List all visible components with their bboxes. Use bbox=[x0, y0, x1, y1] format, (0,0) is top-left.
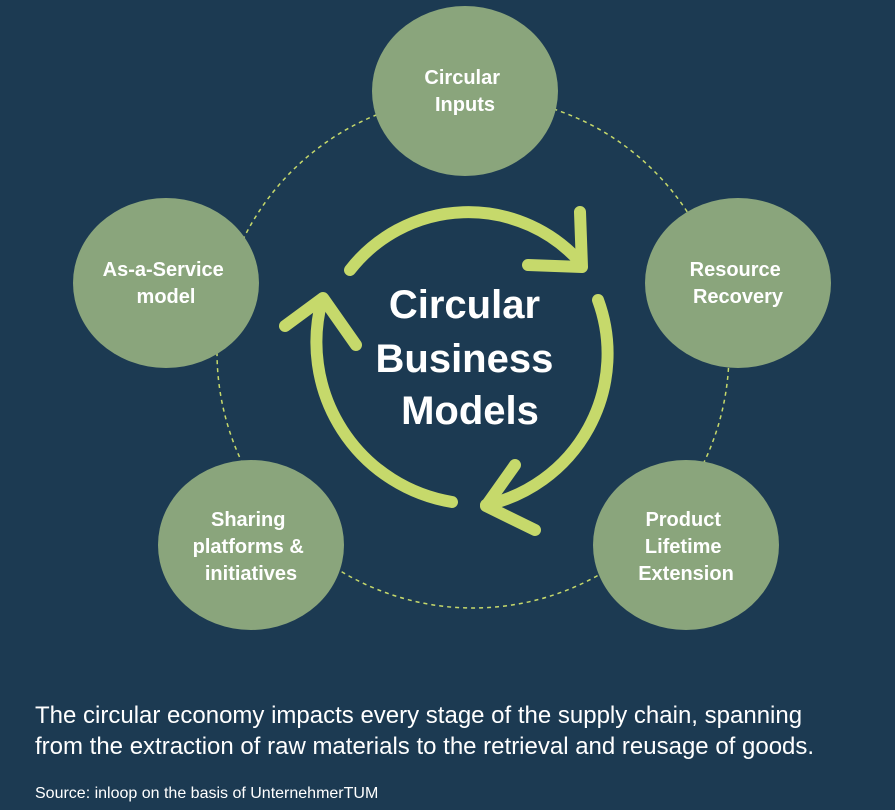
cycle-arrow-right-head bbox=[480, 459, 541, 536]
svg-text:Circular Inputs: Circular Inputs bbox=[424, 67, 505, 116]
center-title-line: Models bbox=[401, 389, 539, 433]
node-circle bbox=[73, 198, 259, 368]
svg-text:Sharing platforms &: Sharing platforms & initiatives bbox=[193, 509, 310, 585]
cycle-arrows bbox=[279, 206, 614, 536]
center-title-line: Business bbox=[376, 337, 554, 381]
circular-business-models-diagram: Circular Inputs Resource Recovery Produc… bbox=[73, 6, 831, 630]
node-circle bbox=[645, 198, 831, 368]
node-resource-recovery: Resource Recovery bbox=[645, 198, 831, 368]
node-label-line: Resource bbox=[690, 259, 781, 281]
node-product-lifetime-extension: Product Lifetime Extension bbox=[593, 460, 779, 630]
node-circle bbox=[593, 460, 779, 630]
node-label-line: Inputs bbox=[435, 94, 495, 116]
caption-line: The circular economy impacts every stage… bbox=[35, 702, 803, 729]
node-circle bbox=[158, 460, 344, 630]
cycle-arrow-top bbox=[344, 206, 586, 276]
node-circular-inputs: Circular Inputs bbox=[372, 6, 558, 176]
node-label-line: Extension bbox=[638, 563, 734, 585]
node-label-line: Circular bbox=[424, 67, 500, 89]
svg-text:Resource Recovery: Resource Recovery bbox=[690, 259, 787, 308]
svg-text:As-a-Service model: As-a-Service model bbox=[103, 259, 230, 308]
node-label-line: platforms & bbox=[193, 536, 304, 558]
center-title-line: Circular bbox=[389, 283, 540, 327]
caption-line: from the extraction of raw materials to … bbox=[35, 733, 815, 760]
svg-text:Product Lifetime E: Product Lifetime Extension bbox=[638, 509, 734, 585]
node-label-line: model bbox=[137, 286, 196, 308]
cycle-arrow-left bbox=[310, 294, 458, 508]
node-label-line: Sharing bbox=[211, 509, 285, 531]
node-label-line: As-a-Service bbox=[103, 259, 224, 281]
node-label-line: Recovery bbox=[693, 286, 784, 308]
cycle-arrow-left-head bbox=[279, 292, 362, 351]
node-label-line: initiatives bbox=[205, 563, 297, 585]
node-as-a-service: As-a-Service model bbox=[73, 198, 259, 368]
node-sharing-platforms: Sharing platforms & initiatives bbox=[158, 460, 344, 630]
node-label-line: Lifetime bbox=[645, 536, 722, 558]
cycle-arrow-right bbox=[480, 294, 614, 511]
caption: The circular economy impacts every stage… bbox=[35, 700, 885, 762]
cycle-arrow-top-head bbox=[522, 206, 588, 273]
source-note: Source: inloop on the basis of Unternehm… bbox=[35, 785, 379, 802]
node-label-line: Product bbox=[645, 509, 721, 531]
node-circle bbox=[372, 6, 558, 176]
center-title: Circular Business Models bbox=[376, 283, 565, 433]
